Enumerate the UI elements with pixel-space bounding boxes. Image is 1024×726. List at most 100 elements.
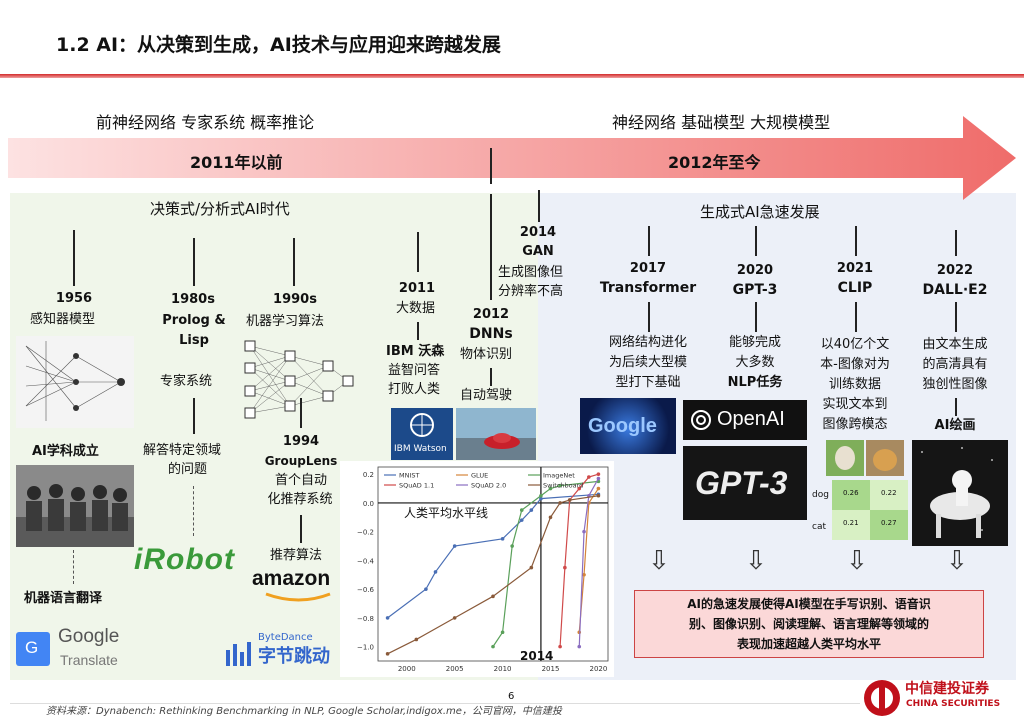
desc-2021-1: 以40亿个文: [820, 337, 890, 352]
line-2014: [538, 190, 540, 222]
clip-cat-label: cat: [812, 522, 826, 532]
gpt3-image: GPT-3: [683, 446, 807, 520]
desc-2021-4: 实现文本到: [822, 397, 888, 412]
right-phases-label: 神经网络 基础模型 大规模模型: [612, 113, 831, 132]
data-point: [529, 565, 534, 570]
bytedance-cn: 字节跳动: [258, 646, 330, 667]
data-point: [424, 587, 428, 591]
chart-year-label: 2014: [520, 649, 554, 663]
left-phases-label: 前神经网络 专家系统 概率推论: [96, 113, 315, 132]
legend-label: MNIST: [399, 472, 420, 480]
line-2012-2: [490, 368, 492, 386]
x-tick-label: 2010: [494, 665, 512, 673]
data-point: [510, 544, 514, 548]
object-recog-label: 物体识别: [460, 347, 513, 362]
openai-text: OpenAI: [717, 408, 785, 430]
google-translate-text-2: Translate: [60, 652, 118, 668]
line-1956: [73, 230, 75, 286]
y-tick-label: −0.4: [357, 557, 375, 565]
brand-name-en: CHINA SECURITIES: [906, 699, 1001, 709]
desc-2022-2: 的高清具有: [922, 357, 988, 372]
desc-2022-1: 由文本生成: [922, 337, 988, 352]
down-arrow-icon: ⇩: [648, 546, 670, 576]
legend-label: GLUE: [471, 472, 488, 480]
desc-2017-1: 网络结构进化: [608, 335, 687, 350]
desc-1980s-1: Prolog &: [162, 313, 226, 328]
timeline-divider: [490, 148, 492, 184]
name-2017: Transformer: [599, 280, 697, 296]
data-point: [596, 476, 601, 481]
openai-logo: OpenAI: [683, 400, 807, 440]
data-point: [563, 565, 567, 570]
data-point: [452, 616, 457, 620]
callout-line-2: 别、图像识别、阅读理解、语言理解等领域的: [688, 617, 929, 631]
year-1994: 1994: [282, 434, 320, 449]
line-2020-2: [755, 302, 757, 332]
recommend-algo-label: 推荐算法: [270, 548, 323, 563]
gpt3-text: GPT-3: [695, 465, 788, 501]
desc-1956: 感知器模型: [30, 312, 96, 327]
y-tick-label: −0.2: [357, 529, 374, 537]
page-number: 6: [508, 691, 515, 702]
data-point: [587, 475, 591, 479]
data-point: [433, 570, 438, 574]
name-2021: CLIP: [837, 280, 873, 296]
ibm-watson-text: IBM Watson: [394, 444, 447, 454]
desc-2017-2: 为后续大型模: [608, 355, 687, 370]
year-2017: 2017: [629, 261, 667, 276]
desc-2014: GAN: [522, 244, 554, 259]
data-point: [596, 493, 601, 498]
left-era-title: 决策式/分析式AI时代: [150, 200, 290, 218]
gan-desc-1: 生成图像但: [498, 265, 564, 280]
chart-annotation: 人类平均水平线: [404, 506, 489, 520]
legend-label: Switchboard: [543, 482, 583, 490]
amazon-smile-icon: [265, 592, 331, 602]
data-point: [529, 508, 534, 512]
desc-2022-3: 独创性图像: [922, 377, 988, 392]
clip-cell-1-value: 0.26: [843, 489, 859, 497]
bytedance-en: ByteDance: [258, 632, 313, 643]
clip-cell-3: 0.21: [832, 510, 870, 540]
data-point: [558, 483, 562, 488]
data-point: [414, 637, 419, 642]
clip-dog-photo: [826, 440, 864, 476]
x-tick-label: 2020: [590, 665, 608, 673]
year-2021: 2021: [836, 261, 874, 276]
desc-2020-1: 能够完成: [728, 335, 781, 350]
irobot-logo: iRobot: [134, 543, 235, 576]
down-arrow-icon: ⇩: [846, 546, 868, 576]
google-image-text: Google: [588, 415, 657, 437]
clip-cat-photo: [866, 440, 904, 476]
line-2011-2: [417, 322, 419, 340]
data-point: [567, 498, 572, 502]
series-line: [578, 488, 599, 633]
data-point: [491, 644, 495, 649]
line-1980s: [193, 238, 195, 286]
line-2020: [755, 226, 757, 256]
clip-cell-2: 0.22: [870, 480, 908, 510]
bytedance-logo: ByteDance 字节跳动: [226, 632, 346, 676]
desc-2020-3: NLP任务: [727, 375, 783, 390]
callout-line-1: AI的急速发展使得AI模型在手写识别、语音识: [687, 597, 931, 611]
line-2017: [648, 226, 650, 256]
data-point: [491, 594, 495, 599]
recommend-system-label: 化推荐系统: [267, 492, 333, 507]
year-2014: 2014: [519, 225, 557, 240]
translate-icon: G: [16, 632, 50, 666]
expert-system-label: 专家系统: [160, 374, 213, 389]
year-2022: 2022: [936, 263, 974, 278]
year-1990s: 1990s: [273, 292, 317, 307]
brand-logo-icon: [864, 680, 900, 716]
timeline-right-label: 2012年至今: [668, 153, 761, 172]
first-auto-label: 首个自动: [274, 473, 327, 488]
line-2022-2: [955, 302, 957, 332]
data-point: [558, 644, 562, 649]
right-era-title: 生成式AI急速发展: [700, 203, 820, 221]
line-2021: [855, 226, 857, 256]
year-2020: 2020: [736, 263, 774, 278]
line-2021-2: [855, 302, 857, 332]
desc-2017-3: 型打下基础: [615, 375, 681, 390]
line-1990s: [293, 238, 295, 286]
name-2020: GPT-3: [732, 282, 778, 298]
